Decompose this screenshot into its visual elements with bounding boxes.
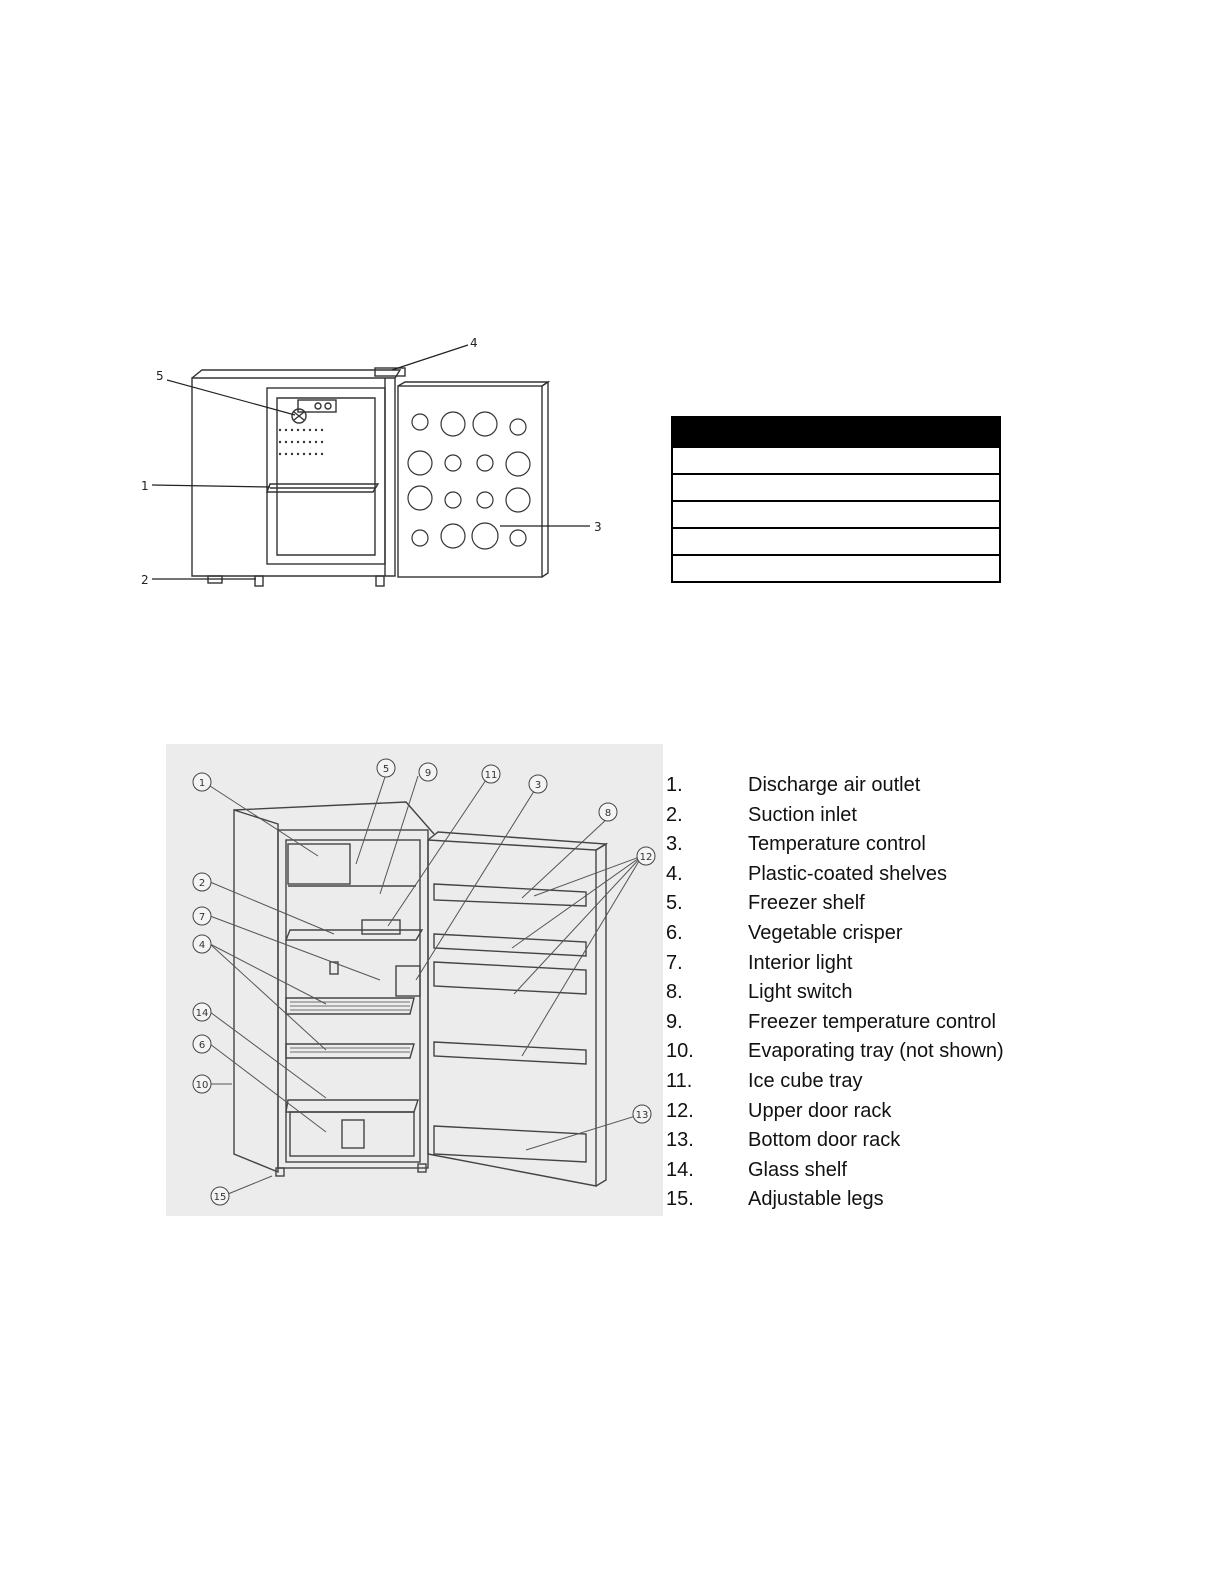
fig2-callout-13: 13 (636, 1110, 649, 1121)
legend-item: 6. Vegetable crisper (666, 919, 1106, 949)
legend-item: 3. Temperature control (666, 830, 1106, 860)
legend-label: Freezer temperature control (748, 1010, 996, 1033)
legend-label: Vegetable crisper (748, 921, 903, 944)
legend-item: 1. Discharge air outlet (666, 771, 1106, 801)
legend-item: 5. Freezer shelf (666, 889, 1106, 919)
legend-item: 9. Freezer temperature control (666, 1008, 1106, 1038)
legend-number: 8. (666, 981, 683, 1004)
legend-label: Glass shelf (748, 1158, 847, 1181)
legend-item: 10. Evaporating tray (not shown) (666, 1037, 1106, 1067)
legend-number: 15. (666, 1188, 694, 1211)
legend-label: Freezer shelf (748, 892, 865, 915)
parts-table-row (671, 554, 1001, 583)
legend-number: 3. (666, 833, 683, 856)
legend-number: 4. (666, 862, 683, 885)
fig1-callout-2: 2 (141, 573, 149, 587)
legend-number: 14. (666, 1158, 694, 1181)
fig2-callout-14: 14 (196, 1008, 209, 1019)
legend-label: Suction inlet (748, 803, 857, 826)
legend-label: Discharge air outlet (748, 774, 921, 796)
fig1-callouts: 1 2 3 4 5 (141, 336, 602, 587)
parts-table-header (671, 416, 1001, 448)
legend-number: 11. (666, 1069, 693, 1092)
legend-label: Interior light (748, 951, 853, 974)
legend-label: Light switch (748, 981, 853, 1004)
legend-label: Ice cube tray (748, 1069, 863, 1092)
parts-legend: 1. Discharge air outlet 2. Suction inlet 3. T… (666, 771, 1106, 1215)
fig2-callout-7: 7 (199, 912, 205, 923)
legend-number: 12. (666, 1099, 694, 1122)
legend-item: 13. Bottom door rack (666, 1126, 1106, 1156)
fig2-callout-3: 3 (535, 780, 541, 791)
legend-number: 7. (666, 951, 683, 974)
fig2-callout-15: 15 (214, 1192, 227, 1203)
legend-item: 14. Glass shelf (666, 1156, 1106, 1186)
fig2-callout-5: 5 (383, 764, 389, 775)
legend-label: Evaporating tray (not shown) (748, 1040, 1004, 1063)
fig1-callout-5: 5 (156, 369, 164, 383)
legend-item: 15. Adjustable legs (666, 1185, 1106, 1215)
fig2-callout-12: 12 (640, 852, 653, 863)
parts-table-row (671, 527, 1001, 556)
legend-label: Temperature control (748, 833, 926, 856)
fig2-callout-9: 9 (425, 768, 431, 779)
parts-table-row (671, 500, 1001, 529)
two-door-fridge-diagram: 1 5 9 11 3 8 12 2 7 4 14 6 10 15 13 (166, 744, 663, 1216)
legend-number: 2. (666, 803, 683, 826)
fig2-callout-8: 8 (605, 808, 611, 819)
legend-item: 7. Interior light (666, 949, 1106, 979)
legend-number: 13. (666, 1129, 694, 1152)
parts-table (671, 416, 1001, 583)
legend-item: 8. Light switch (666, 978, 1106, 1008)
legend-label: Adjustable legs (748, 1188, 884, 1211)
legend-number: 5. (666, 892, 683, 915)
legend-item: 11. Ice cube tray (666, 1067, 1106, 1097)
fig2-callout-10: 10 (196, 1080, 209, 1091)
fig1-callout-1: 1 (141, 479, 149, 493)
compact-fridge-diagram: 1 2 3 4 5 (141, 336, 602, 587)
legend-label: Plastic-coated shelves (748, 862, 947, 885)
legend-label: Bottom door rack (748, 1129, 901, 1152)
legend-number: 6. (666, 921, 683, 944)
legend-label: Upper door rack (748, 1099, 892, 1122)
legend-number: 9. (666, 1010, 683, 1033)
fig2-callout-6: 6 (199, 1040, 205, 1051)
legend-number: 10. (666, 1040, 694, 1063)
legend-item: 12. Upper door rack (666, 1097, 1106, 1127)
fig2-callout-11: 11 (485, 770, 498, 781)
parts-table-row (671, 446, 1001, 475)
fig2-callout-4: 4 (199, 940, 205, 951)
legend-number: 1. (666, 774, 683, 796)
fig2-callout-1: 1 (199, 778, 205, 789)
fig1-callout-3: 3 (594, 520, 602, 534)
legend-item: 4. Plastic-coated shelves (666, 860, 1106, 890)
fig2-callout-2: 2 (199, 878, 205, 889)
legend-item: 2. Suction inlet (666, 801, 1106, 831)
parts-table-row (671, 473, 1001, 502)
fig1-callout-4: 4 (470, 336, 478, 350)
